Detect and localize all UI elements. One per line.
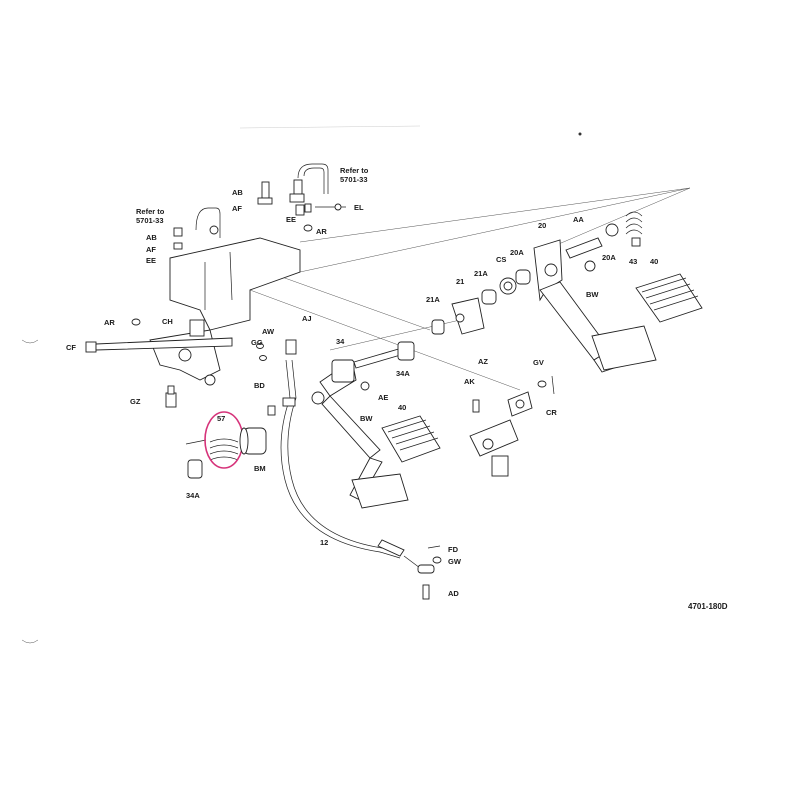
label-cf: CF	[66, 343, 76, 352]
label-bm: BM	[254, 464, 266, 473]
refer-to-right-line1: Refer to	[340, 166, 369, 175]
label-cs: CS	[496, 255, 506, 264]
bushing-bm	[239, 427, 267, 455]
refer-to-right-line2: 5701-33	[340, 175, 368, 184]
pedal-pad-40-right	[635, 273, 703, 323]
label-43: 43	[629, 257, 637, 266]
label-aw: AW	[262, 327, 275, 336]
mounting-bracket	[149, 207, 301, 386]
label-gg: GG	[251, 338, 263, 347]
refer-to-left-line1: Refer to	[136, 207, 165, 216]
part-callout-labels: AB AF EE EL AR AB AF EE AR CH CF GZ AW G…	[66, 188, 658, 598]
label-ar-top: AR	[316, 227, 327, 236]
pedal-pad-40-mid	[381, 415, 441, 463]
label-gz: GZ	[130, 397, 141, 406]
label-ae: AE	[378, 393, 388, 402]
label-21a-a: 21A	[426, 295, 440, 304]
label-ad: AD	[448, 589, 459, 598]
label-40-mid: 40	[398, 403, 406, 412]
clutch-pedal-34	[311, 341, 415, 509]
label-ar-left: AR	[104, 318, 115, 327]
label-20a-a: 20A	[510, 248, 524, 257]
shaft-aa	[565, 211, 643, 259]
refer-to-left-line2: 5701-33	[136, 216, 164, 225]
refer-to-right-note: Refer to 5701-33	[340, 166, 369, 184]
label-gw: GW	[448, 557, 462, 566]
label-ee-left: EE	[146, 256, 156, 265]
label-az: AZ	[478, 357, 488, 366]
label-af-left: AF	[146, 245, 156, 254]
label-ab-left: AB	[146, 233, 157, 242]
document-code: 4701-180D	[688, 602, 728, 611]
brake-pedal-20	[533, 239, 657, 373]
label-bd: BD	[254, 381, 265, 390]
small-parts-aw-gg-bd	[256, 343, 276, 416]
return-spring-57	[185, 438, 239, 461]
label-af-top: AF	[232, 204, 242, 213]
label-cr: CR	[546, 408, 557, 417]
label-34: 34	[336, 337, 345, 346]
clutch-cable-12	[280, 339, 442, 600]
label-ch: CH	[162, 317, 173, 326]
label-aa: AA	[573, 215, 584, 224]
label-40-right: 40	[650, 257, 658, 266]
brake-switch-assembly-top	[257, 163, 346, 232]
bushings-21a-cs-20a	[431, 269, 531, 335]
label-21a-b: 21A	[474, 269, 488, 278]
label-aj: AJ	[302, 314, 312, 323]
label-34a-left: 34A	[186, 491, 200, 500]
label-34a-mid: 34A	[396, 369, 410, 378]
master-cylinder-linkage	[469, 375, 555, 477]
bushing-34a-left	[187, 459, 203, 479]
label-el: EL	[354, 203, 364, 212]
label-57: 57	[217, 414, 225, 423]
label-21: 21	[456, 277, 464, 286]
label-20: 20	[538, 221, 546, 230]
label-gv: GV	[533, 358, 544, 367]
bolt-gz	[165, 385, 177, 408]
label-bw-right: BW	[586, 290, 599, 299]
label-ak: AK	[464, 377, 475, 386]
scan-background-marks	[21, 125, 582, 644]
pivot-bolt-cf	[85, 318, 233, 353]
label-bw-mid: BW	[360, 414, 373, 423]
label-ee-top: EE	[286, 215, 296, 224]
label-20a-b: 20A	[602, 253, 616, 262]
refer-to-left-note: Refer to 5701-33	[136, 207, 165, 225]
label-ab-top: AB	[232, 188, 243, 197]
label-12: 12	[320, 538, 328, 547]
label-fd: FD	[448, 545, 459, 554]
